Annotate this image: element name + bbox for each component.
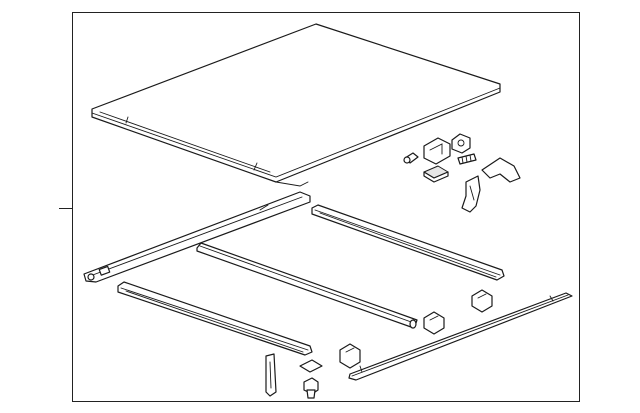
rear-rail[interactable] — [348, 292, 573, 381]
bolt[interactable] — [457, 153, 477, 165]
side-rail-left[interactable] — [117, 281, 313, 356]
clamp-bracket[interactable] — [423, 137, 451, 165]
mounting-clip[interactable] — [299, 359, 323, 373]
lock-nut[interactable] — [451, 133, 471, 154]
mounting-clip[interactable] — [471, 289, 493, 313]
pad[interactable] — [423, 165, 449, 183]
cross-bar-rod[interactable] — [196, 242, 418, 329]
fastener-pin[interactable] — [303, 377, 319, 399]
spacer[interactable] — [403, 152, 419, 164]
tonneau-cover-panel[interactable] — [91, 23, 501, 187]
callout-leader-line — [59, 208, 73, 209]
side-rail-right[interactable] — [311, 204, 505, 281]
latch-handle[interactable] — [461, 157, 521, 213]
mounting-clip[interactable] — [339, 343, 361, 369]
support-strut[interactable] — [265, 353, 277, 397]
front-rail[interactable] — [83, 191, 311, 283]
mounting-clip[interactable] — [423, 311, 445, 335]
